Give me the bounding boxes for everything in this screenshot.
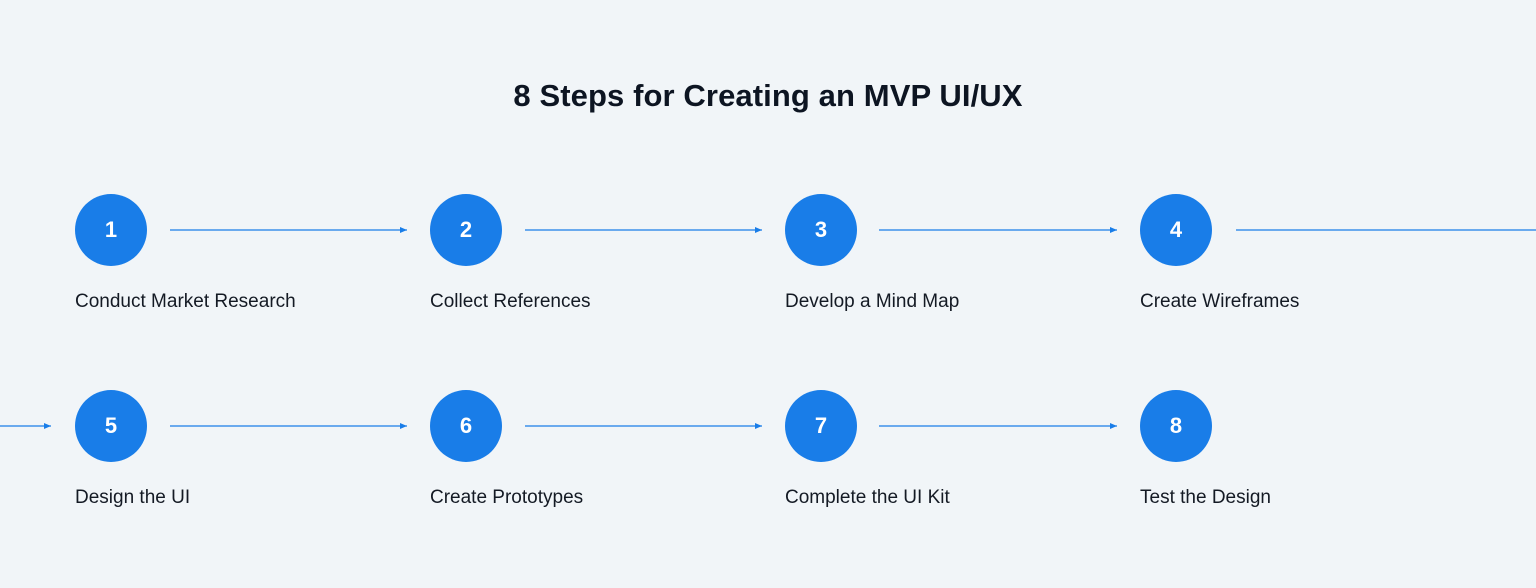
step-8-circle: 8 <box>1140 390 1212 462</box>
step-5-circle: 5 <box>75 390 147 462</box>
step-3-circle: 3 <box>785 194 857 266</box>
step-7-circle: 7 <box>785 390 857 462</box>
step-8-label: Test the Design <box>1140 487 1271 508</box>
step-7-label: Complete the UI Kit <box>785 487 950 508</box>
step-1-label: Conduct Market Research <box>75 291 296 312</box>
step-3-label: Develop a Mind Map <box>785 291 960 312</box>
step-2-label: Collect References <box>430 291 591 312</box>
page-title: 8 Steps for Creating an MVP UI/UX <box>513 78 1023 113</box>
step-2-circle: 2 <box>430 194 502 266</box>
step-4-circle: 4 <box>1140 194 1212 266</box>
step-1-circle: 1 <box>75 194 147 266</box>
step-6-label: Create Prototypes <box>430 487 584 508</box>
step-4-label: Create Wireframes <box>1140 291 1300 312</box>
step-5-label: Design the UI <box>75 487 191 508</box>
step-6-circle: 6 <box>430 390 502 462</box>
